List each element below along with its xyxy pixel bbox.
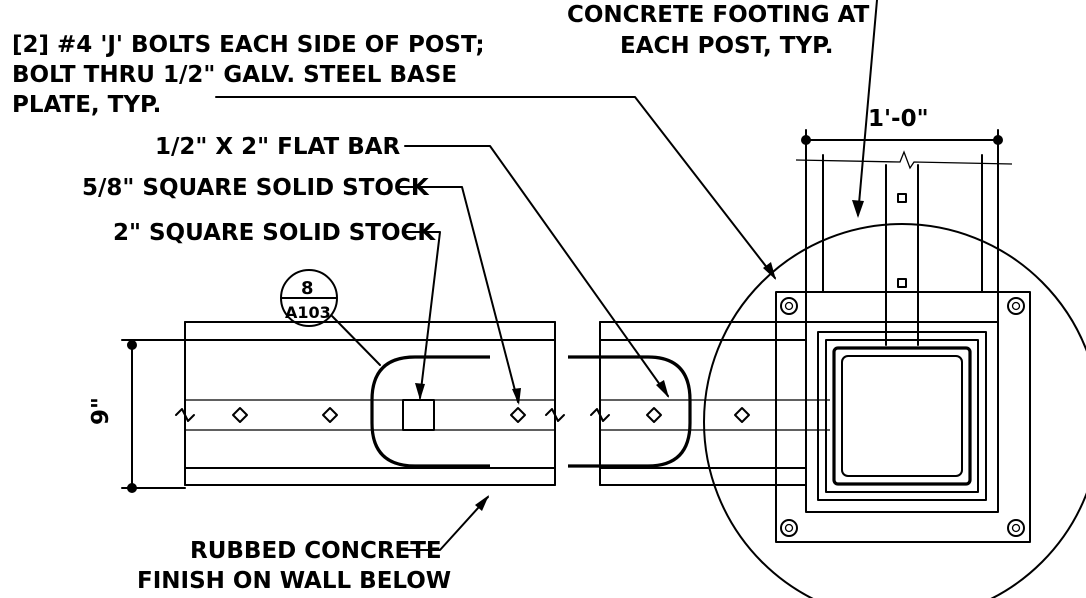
note-rubbed-concrete: RUBBED CONCRETE FINISH ON WALL BELOW xyxy=(137,495,489,594)
note-j-bolts-line1: [2] #4 'J' BOLTS EACH SIDE OF POST; xyxy=(12,32,485,58)
dimension-post-width-label: 1'-0" xyxy=(868,106,929,132)
post-assembly xyxy=(775,150,1031,543)
note-j-bolts-line3: PLATE, TYP. xyxy=(12,92,161,118)
note-square-stock-large-label: 2" SQUARE SOLID STOCK xyxy=(113,220,436,246)
note-rubbed-concrete-line2: FINISH ON WALL BELOW xyxy=(137,568,451,594)
section-callout-number: 8 xyxy=(301,278,314,299)
dimension-wall-height: 9" xyxy=(88,339,186,493)
wall-segment-right xyxy=(590,321,830,486)
note-square-stock-small-label: 5/8" SQUARE SOLID STOCK xyxy=(82,175,430,201)
square-stock-diamonds xyxy=(232,407,750,423)
note-concrete-footing-line2: EACH POST, TYP. xyxy=(620,33,834,59)
dimension-wall-height-label: 9" xyxy=(88,397,114,425)
note-flat-bar-label: 1/2" x 2" FLAT BAR xyxy=(155,134,401,160)
section-callout-sheet: A103 xyxy=(285,303,331,322)
concrete-footing-circle xyxy=(703,223,1086,598)
note-concrete-footing-line1: CONCRETE FOOTING AT xyxy=(567,2,870,28)
note-flat-bar: 1/2" x 2" FLAT BAR xyxy=(155,134,669,398)
railing-loops xyxy=(370,355,692,468)
note-rubbed-concrete-line1: RUBBED CONCRETE xyxy=(190,538,442,564)
note-j-bolts-line2: BOLT THRU 1/2" GALV. STEEL BASE xyxy=(12,62,457,88)
note-j-bolts: [2] #4 'J' BOLTS EACH SIDE OF POST; BOLT… xyxy=(12,32,776,280)
dimension-post-width: 1'-0" xyxy=(801,106,1003,156)
note-square-stock-small: 5/8" SQUARE SOLID STOCK xyxy=(82,175,521,405)
note-square-stock-large: 2" SQUARE SOLID STOCK xyxy=(113,220,441,400)
square-solid-stock-2in xyxy=(402,399,435,431)
note-concrete-footing: CONCRETE FOOTING AT EACH POST, TYP. xyxy=(567,0,878,218)
section-callout: 8 A103 xyxy=(280,269,381,366)
wall-segment-left xyxy=(175,321,565,486)
anchor-bolts xyxy=(780,297,1025,537)
